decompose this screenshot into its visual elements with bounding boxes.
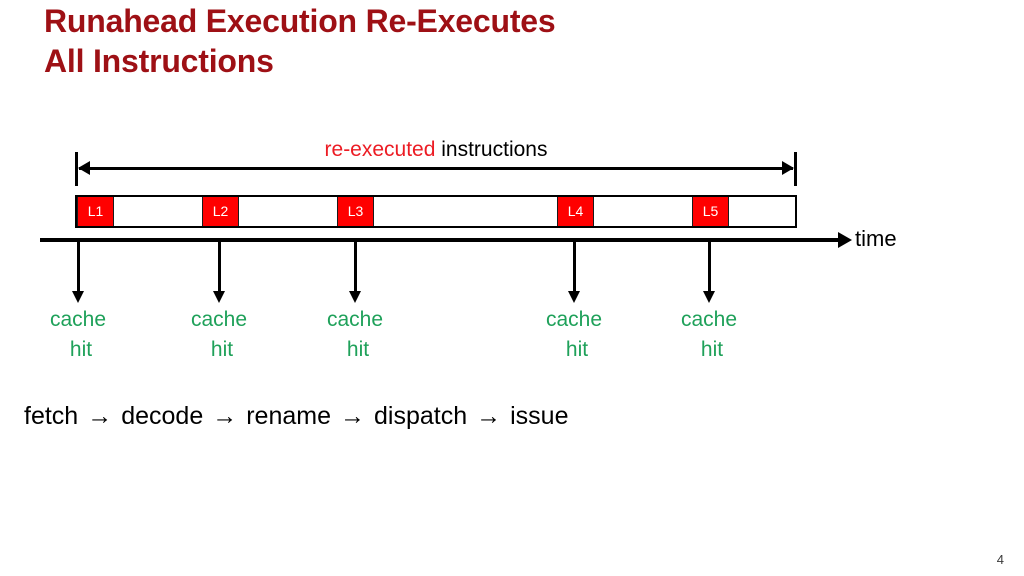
instruction-block-l4: L4 [557, 197, 594, 226]
pipeline-stage-sequence: fetch → decode → rename → dispatch → issue [24, 404, 569, 429]
arrow-shaft [708, 242, 711, 292]
time-axis-label: time [855, 226, 897, 251]
arrow-shaft [77, 242, 80, 292]
cache-hit-label-line-2: hit [565, 337, 589, 361]
cache-hit-label-line-2: hit [346, 337, 370, 361]
page-title-line-2: All Instructions [44, 42, 274, 79]
instruction-stream-bar: L1 L2 L3 L4 L5 [75, 195, 797, 228]
arrow-left-icon [78, 161, 90, 175]
arrow-down-icon [72, 291, 84, 303]
span-label-plain: instructions [435, 138, 548, 161]
arrow-down-icon [703, 291, 715, 303]
arrow-right-icon: → [476, 402, 502, 430]
cache-hit-label-line-2: hit [700, 337, 724, 361]
arrow-right-icon: → [87, 402, 113, 430]
arrow-shaft [218, 242, 221, 292]
cache-hit-label-2: cache hit [159, 305, 279, 365]
pipeline-stage-decode: decode [121, 402, 204, 430]
arrow-shaft [573, 242, 576, 292]
arrow-right-icon [782, 161, 794, 175]
page-title-line-1: Runahead Execution Re-Executes [44, 3, 556, 39]
arrow-down-icon [349, 291, 361, 303]
arrow-right-icon: → [212, 402, 238, 430]
pipeline-stage-dispatch: dispatch [374, 402, 468, 430]
arrow-shaft [354, 242, 357, 292]
pipeline-stage-rename: rename [246, 402, 331, 430]
pipeline-stage-issue: issue [510, 402, 569, 430]
cache-hit-label-line-1: cache [545, 308, 603, 331]
page-title: Runahead Execution Re-Executes All Instr… [44, 2, 844, 81]
cache-hit-label-line-1: cache [680, 308, 738, 331]
cache-hit-label-line-2: hit [69, 337, 93, 361]
bracket-tick-left [75, 152, 78, 186]
pipeline-stage-fetch: fetch [24, 402, 79, 430]
page-number: 4 [996, 552, 1004, 567]
arrow-right-icon [838, 232, 852, 248]
arrow-down-icon [213, 291, 225, 303]
cache-hit-label-line-2: hit [210, 337, 234, 361]
re-executed-span-label: re-executed instructions [75, 139, 797, 160]
cache-hit-label-1: cache hit [18, 305, 138, 365]
instruction-block-l3: L3 [337, 197, 374, 226]
span-label-highlight: re-executed [324, 138, 436, 161]
time-axis-line [40, 238, 840, 242]
instruction-block-l5: L5 [692, 197, 729, 226]
bracket-tick-right [794, 152, 797, 186]
arrow-right-icon: → [340, 402, 365, 430]
instruction-block-l1: L1 [77, 197, 114, 226]
cache-hit-label-line-1: cache [190, 308, 248, 331]
arrow-down-icon [568, 291, 580, 303]
cache-hit-label-line-1: cache [326, 308, 384, 331]
bracket-span-line [79, 167, 793, 170]
cache-hit-label-4: cache hit [514, 305, 634, 365]
cache-hit-label-5: cache hit [649, 305, 769, 365]
cache-hit-label-line-1: cache [49, 308, 107, 331]
cache-hit-label-3: cache hit [295, 305, 415, 365]
instruction-block-l2: L2 [202, 197, 239, 226]
